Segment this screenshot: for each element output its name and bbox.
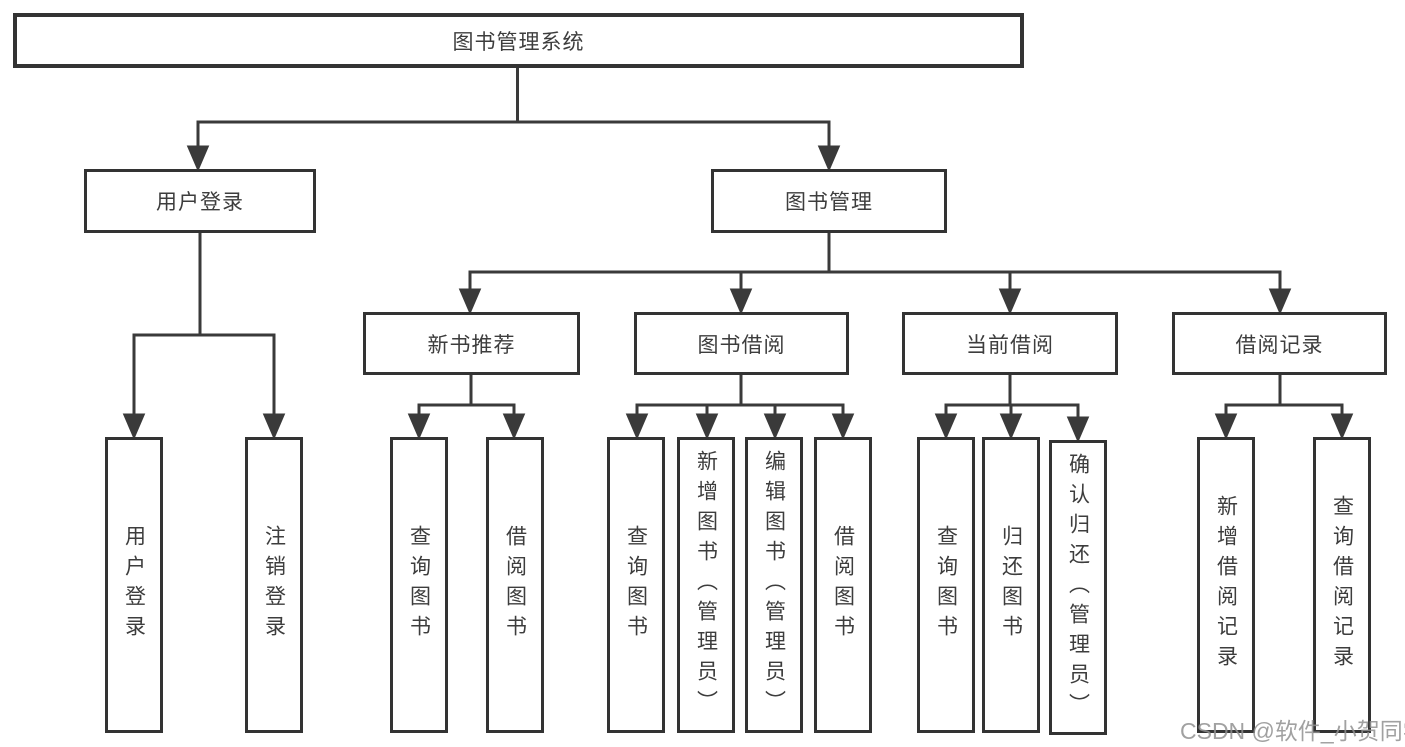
node-user-login: 用户登录	[84, 169, 316, 233]
node-label: 借阅记录	[1235, 333, 1324, 357]
node-label: 图书管理	[785, 191, 873, 214]
leaf-newbook-borrow-books: 借阅图书	[486, 437, 544, 733]
node-book-management: 图书管理	[711, 169, 947, 233]
node-borrow-record: 借阅记录	[1172, 312, 1387, 375]
node-label: 查询图书	[407, 525, 431, 645]
leaf-user-login: 用户登录	[105, 437, 163, 733]
node-root-system: 图书管理系统	[13, 13, 1024, 68]
csdn-watermark: CSDN @软件_小贺同学	[1180, 718, 1405, 744]
node-label: 查询借阅记录	[1330, 495, 1354, 675]
leaf-borrow-query-books: 查询图书	[607, 437, 665, 733]
leaf-borrow-edit-books-admin: 编辑图书（管理员）	[745, 437, 803, 733]
node-new-book-recommend: 新书推荐	[363, 312, 580, 375]
node-label: 用户登录	[122, 525, 146, 645]
node-label: 当前借阅	[966, 333, 1054, 357]
node-label: 确认归还（管理员）	[1066, 452, 1090, 723]
node-book-borrow: 图书借阅	[634, 312, 849, 375]
node-label: 图书借阅	[697, 333, 786, 357]
leaf-logout: 注销登录	[245, 437, 303, 733]
node-label: 用户登录	[156, 191, 244, 214]
node-label: 图书管理系统	[452, 30, 585, 54]
leaf-current-return-books: 归还图书	[982, 437, 1040, 733]
leaf-borrow-add-books-admin: 新增图书（管理员）	[677, 437, 735, 733]
node-label: 借阅图书	[831, 525, 855, 645]
node-label: 编辑图书（管理员）	[762, 450, 786, 720]
node-label: 新增借阅记录	[1214, 495, 1238, 675]
leaf-current-query-books: 查询图书	[917, 437, 975, 733]
node-label: 归还图书	[999, 525, 1023, 645]
node-label: 注销登录	[262, 525, 286, 645]
node-label: 借阅图书	[503, 525, 527, 645]
leaf-newbook-query-books: 查询图书	[390, 437, 448, 733]
node-label: 新增图书（管理员）	[694, 450, 718, 720]
leaf-record-query: 查询借阅记录	[1313, 437, 1371, 733]
node-label: 查询图书	[934, 525, 958, 645]
leaf-record-add: 新增借阅记录	[1197, 437, 1255, 733]
leaf-current-confirm-return-admin: 确认归还（管理员）	[1049, 440, 1107, 735]
node-label: 查询图书	[624, 525, 648, 645]
node-current-borrow: 当前借阅	[902, 312, 1118, 375]
leaf-borrow-borrow-books: 借阅图书	[814, 437, 872, 733]
node-label: 新书推荐	[427, 333, 516, 357]
